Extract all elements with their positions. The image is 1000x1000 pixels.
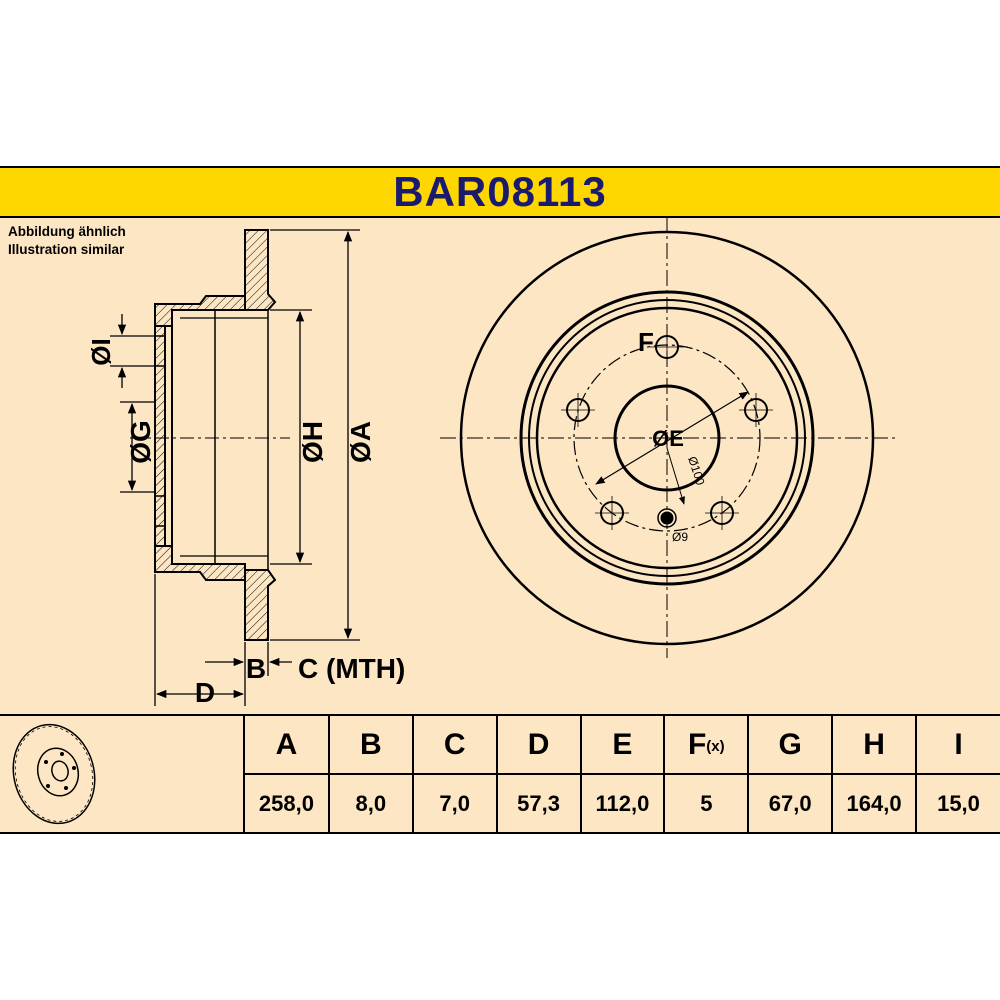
value-row: 258,0 8,0 7,0 57,3 112,0 5 67,0 164,0 15… (245, 774, 1000, 832)
label-dia-e: ØE (652, 426, 684, 451)
hat-wall-upper (154, 295, 246, 327)
friction-ring-upper (244, 229, 277, 311)
label-c-mth: C (MTH) (298, 653, 405, 684)
side-dimensions (110, 229, 360, 706)
label-b: B (246, 653, 266, 684)
drawing-sheet: BAR08113 Abbildung ähnlich Illustration … (0, 166, 1000, 834)
locating-hole (660, 511, 674, 525)
front-view (440, 216, 895, 658)
thumbnail-cell (0, 716, 245, 832)
hat-face (154, 325, 166, 547)
label-dia-h: ØH (297, 421, 328, 463)
title-bar: BAR08113 (0, 166, 1000, 218)
header-b: B (327, 716, 413, 775)
header-i: I (915, 716, 1000, 775)
header-a: A (245, 716, 329, 775)
header-row: A B C D E F(x) G H I (245, 716, 1000, 775)
side-labels: ØI ØG ØH ØA B C (MTH) D (86, 338, 405, 708)
technical-drawing: ØI ØG ØH ØA B C (MTH) D (86, 216, 895, 708)
label-f: F (638, 327, 654, 357)
value-f: 5 (663, 774, 749, 832)
value-i: 15,0 (915, 774, 1000, 832)
dimension-values-table: A B C D E F(x) G H I 258,0 8,0 7,0 57,3 … (245, 716, 1000, 832)
value-b: 8,0 (327, 774, 413, 832)
header-h: H (831, 716, 916, 775)
side-section-view (130, 229, 290, 641)
label-dia-a: ØA (345, 421, 376, 463)
header-c: C (411, 716, 497, 775)
spec-table: A B C D E F(x) G H I 258,0 8,0 7,0 57,3 … (0, 714, 1000, 834)
value-d: 57,3 (495, 774, 581, 832)
brake-disc-thumbnail-icon (12, 723, 96, 825)
part-number-title: BAR08113 (393, 168, 607, 215)
value-h: 164,0 (831, 774, 916, 832)
header-f: F(x) (663, 716, 749, 775)
note-english: Illustration similar (8, 242, 125, 257)
value-c: 7,0 (411, 774, 497, 832)
note-german: Abbildung ähnlich (8, 224, 126, 239)
hat-wall-lower (154, 545, 246, 581)
value-g: 67,0 (747, 774, 833, 832)
friction-ring-lower (244, 569, 277, 641)
header-d: D (495, 716, 581, 775)
illustration-note: Abbildung ähnlich Illustration similar (8, 223, 126, 259)
header-f-letter: F (687, 727, 707, 761)
header-e: E (579, 716, 665, 775)
outer-rim (459, 230, 875, 646)
label-dia-g: ØG (125, 420, 156, 464)
value-a: 258,0 (258, 790, 314, 816)
label-pcd: Ø100 (685, 455, 707, 488)
label-d: D (195, 677, 215, 708)
header-f-suffix: (x) (706, 737, 725, 755)
label-dia-i: ØI (86, 338, 116, 365)
hat-outer-ring (519, 290, 815, 586)
value-e: 112,0 (579, 774, 665, 832)
header-g: G (747, 716, 833, 775)
label-hole: Ø9 (672, 530, 688, 544)
